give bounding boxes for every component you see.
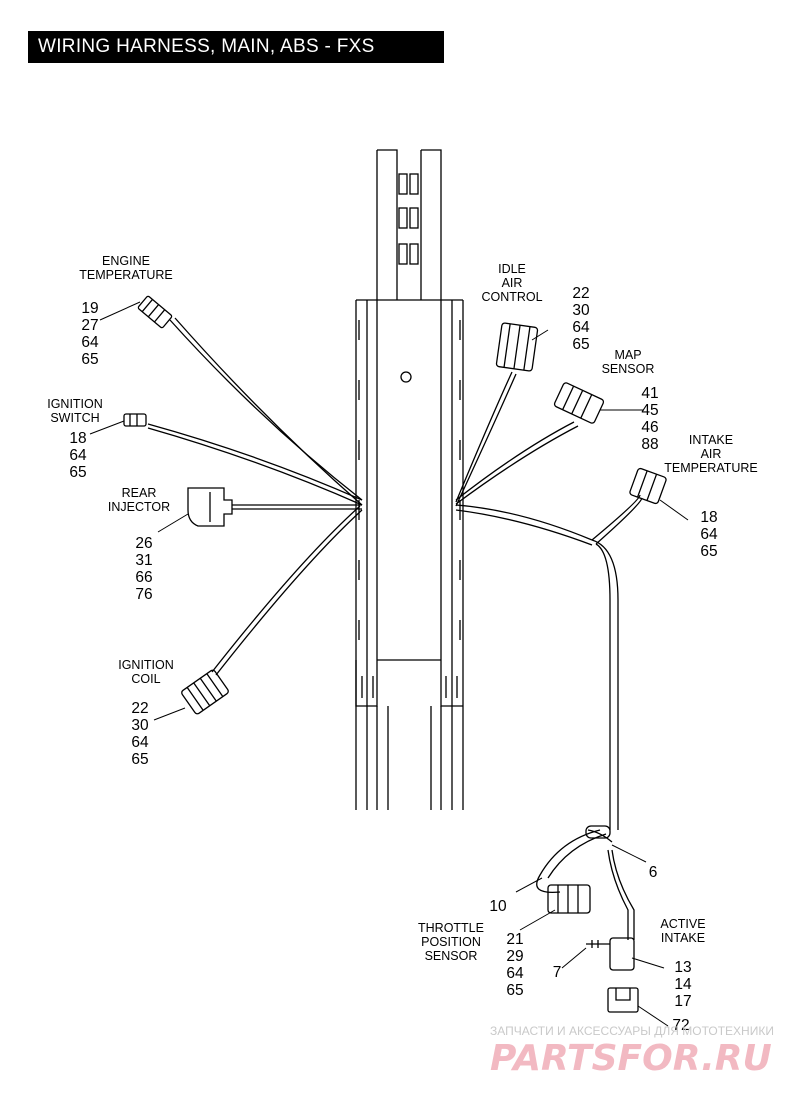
label-ignition-coil: IGNITION COIL 22 30 64 65	[118, 658, 174, 768]
svg-text:64: 64	[506, 965, 524, 982]
rear-injector-connector	[187, 487, 233, 527]
right-harness-wires	[455, 371, 643, 940]
svg-text:64: 64	[69, 447, 87, 464]
svg-text:AIR: AIR	[502, 276, 523, 290]
svg-text:65: 65	[131, 751, 148, 768]
label-active-intake: ACTIVE INTAKE 13 14 17	[660, 917, 705, 1010]
svg-text:65: 65	[81, 351, 98, 368]
ignition-switch-connector	[123, 413, 147, 427]
svg-text:REAR: REAR	[122, 486, 157, 500]
label-map-sensor: MAP SENSOR 41 45 46 88	[602, 348, 659, 453]
callout-10: 10	[489, 898, 507, 915]
label-intake-air-temperature: INTAKE AIR TEMPERATURE 18 64 65	[664, 433, 758, 560]
svg-text:AIR: AIR	[701, 447, 722, 461]
svg-text:CONTROL: CONTROL	[481, 290, 542, 304]
svg-text:65: 65	[506, 982, 523, 999]
svg-text:31: 31	[135, 552, 152, 569]
map-sensor-connector	[553, 382, 605, 424]
svg-text:IGNITION: IGNITION	[118, 658, 174, 672]
svg-text:13: 13	[674, 959, 691, 976]
svg-text:46: 46	[641, 419, 658, 436]
svg-text:64: 64	[81, 334, 99, 351]
label-ignition-switch: IGNITION SWITCH 18 64 65	[47, 397, 103, 481]
svg-text:45: 45	[641, 402, 658, 419]
throttle-position-connector	[547, 884, 591, 914]
svg-text:ACTIVE: ACTIVE	[660, 917, 705, 931]
svg-text:SWITCH: SWITCH	[50, 411, 99, 425]
label-idle-air-control: IDLE AIR CONTROL 22 30 64 65	[481, 262, 590, 353]
page-title: WIRING HARNESS, MAIN, ABS - FXS	[28, 31, 444, 63]
label-throttle-position-sensor: THROTTLE POSITION SENSOR 21 29 64 65	[418, 921, 524, 999]
svg-text:22: 22	[131, 700, 148, 717]
watermark-tagline: ЗАПЧАСТИ И АКСЕССУАРЫ ДЛЯ МОТОТЕХНИКИ	[490, 1024, 774, 1038]
svg-text:64: 64	[572, 319, 590, 336]
intake-air-temperature-connector	[629, 467, 667, 505]
active-intake-connector	[586, 937, 635, 971]
svg-text:IGNITION: IGNITION	[47, 397, 103, 411]
svg-text:76: 76	[135, 586, 152, 603]
svg-text:COIL: COIL	[131, 672, 160, 686]
svg-text:65: 65	[572, 336, 589, 353]
svg-text:14: 14	[674, 976, 692, 993]
svg-text:SENSOR: SENSOR	[602, 362, 655, 376]
svg-text:29: 29	[506, 948, 523, 965]
svg-text:64: 64	[131, 734, 149, 751]
svg-text:TEMPERATURE: TEMPERATURE	[664, 461, 758, 475]
svg-text:SENSOR: SENSOR	[425, 949, 478, 963]
leader-lines	[89, 301, 689, 1027]
svg-text:30: 30	[131, 717, 149, 734]
label-rear-injector: REAR INJECTOR 26 31 66 76	[108, 486, 170, 603]
svg-text:65: 65	[69, 464, 86, 481]
callout-72: 72	[672, 1017, 689, 1034]
label-engine-temperature: ENGINE TEMPERATURE 19 27 64 65	[79, 254, 173, 368]
svg-text:IDLE: IDLE	[498, 262, 526, 276]
svg-text:INTAKE: INTAKE	[689, 433, 733, 447]
ignition-coil-connector	[181, 669, 229, 715]
svg-text:18: 18	[700, 509, 717, 526]
part-72-connector	[607, 987, 639, 1013]
frame-backbone	[355, 149, 464, 810]
svg-text:INJECTOR: INJECTOR	[108, 500, 170, 514]
left-harness-wires	[147, 317, 363, 676]
svg-text:INTAKE: INTAKE	[661, 931, 705, 945]
svg-text:30: 30	[572, 302, 590, 319]
svg-text:MAP: MAP	[614, 348, 641, 362]
svg-text:64: 64	[700, 526, 718, 543]
svg-text:41: 41	[641, 385, 658, 402]
callout-6: 6	[649, 864, 658, 881]
watermark-logo: PARTSFOR.RU	[490, 1038, 772, 1079]
svg-text:18: 18	[69, 430, 86, 447]
svg-text:26: 26	[135, 535, 152, 552]
svg-text:THROTTLE: THROTTLE	[418, 921, 484, 935]
svg-text:19: 19	[81, 300, 98, 317]
svg-text:22: 22	[572, 285, 589, 302]
svg-text:21: 21	[506, 931, 523, 948]
svg-text:ENGINE: ENGINE	[102, 254, 150, 268]
svg-text:POSITION: POSITION	[421, 935, 481, 949]
svg-text:17: 17	[674, 993, 691, 1010]
svg-text:27: 27	[81, 317, 98, 334]
svg-text:88: 88	[641, 436, 658, 453]
svg-text:65: 65	[700, 543, 717, 560]
idle-air-control-connector	[495, 322, 539, 372]
svg-text:66: 66	[135, 569, 152, 586]
engine-temperature-connector	[137, 295, 173, 329]
svg-text:TEMPERATURE: TEMPERATURE	[79, 268, 173, 282]
callout-7: 7	[553, 964, 562, 981]
